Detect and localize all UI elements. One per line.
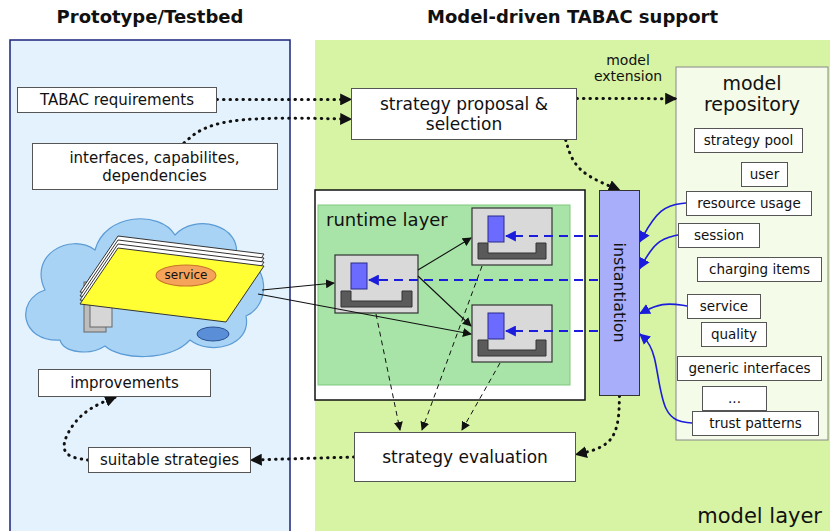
box-label: trust patterns xyxy=(709,415,802,431)
component-socket xyxy=(341,291,412,307)
requirements-box: TABAC requirements xyxy=(17,87,217,113)
box-label: strategy proposal & selection xyxy=(358,94,570,135)
box-label: suitable strategies xyxy=(100,451,239,469)
model-item: resource usage xyxy=(686,191,812,216)
reference-arrow xyxy=(640,304,687,314)
service-ellipse: service xyxy=(155,264,217,287)
model-item: generic interfaces xyxy=(677,356,822,381)
component-frame xyxy=(335,255,418,313)
instantiation-link xyxy=(369,279,598,281)
panel-heading: model repository xyxy=(676,73,828,115)
panel-heading: Model-driven TABAC support xyxy=(315,6,830,28)
box-label: generic interfaces xyxy=(689,360,811,376)
feedback-link xyxy=(376,314,400,430)
component xyxy=(472,305,552,362)
model-item: quality xyxy=(701,322,767,347)
model-item: service xyxy=(687,294,761,319)
flow-arrow xyxy=(577,97,676,100)
testbed-panel: TABAC requirements interfaces, capabilite… xyxy=(10,40,290,531)
flow-arrow xyxy=(576,396,620,455)
component-module xyxy=(488,313,504,339)
flow-arrow xyxy=(251,457,354,460)
flow-arrow xyxy=(184,118,351,143)
component-socket xyxy=(478,243,546,259)
model-item: charging items xyxy=(697,257,822,282)
component-wires xyxy=(258,236,598,430)
wire xyxy=(262,283,334,290)
repository-ground xyxy=(676,67,828,440)
process-box: strategy evaluation xyxy=(354,432,576,482)
box-label: service xyxy=(700,298,748,314)
model-item: session xyxy=(678,223,760,248)
panel-heading: model layer xyxy=(697,504,822,529)
box-label: user xyxy=(750,166,779,182)
testbed-ground xyxy=(10,40,290,531)
model-item: trust patterns xyxy=(692,411,819,436)
component-socket xyxy=(478,340,546,356)
component xyxy=(335,255,418,313)
instantiation-link xyxy=(506,330,598,332)
model-item: ... xyxy=(702,386,767,411)
runtime-panel: runtime layer xyxy=(318,205,570,385)
box-label: quality xyxy=(711,326,757,342)
box-label: session xyxy=(694,227,744,243)
model-item: user xyxy=(741,162,788,187)
model-item: strategy pool xyxy=(694,128,803,153)
feedback-link xyxy=(462,363,500,430)
component-module xyxy=(351,263,367,289)
instantiation-bar: instantiation xyxy=(599,190,640,396)
component-module xyxy=(488,216,504,242)
component xyxy=(472,208,552,265)
strategies-box: suitable strategies xyxy=(88,447,251,473)
repository-panel: strategy pool user resource usage session ch… xyxy=(676,67,828,440)
edge-label: model extension xyxy=(588,52,668,84)
improvements-box: improvements xyxy=(38,369,211,397)
component-frame xyxy=(472,305,552,362)
runtime-components xyxy=(335,208,552,362)
feedback-link xyxy=(422,266,482,430)
service-ellipse-shape xyxy=(156,265,216,286)
runtime-frame xyxy=(315,190,585,400)
box-label: resource usage xyxy=(697,195,800,211)
wire xyxy=(258,294,471,334)
router-icon xyxy=(197,327,229,341)
box-label: strategy pool xyxy=(704,132,793,148)
wire xyxy=(418,238,471,270)
component-frame xyxy=(472,208,552,265)
box-label: improvements xyxy=(70,374,178,392)
box-label: ... xyxy=(728,390,741,406)
box-label: charging items xyxy=(709,261,810,277)
flow-arrow xyxy=(566,140,620,190)
model-ground xyxy=(315,40,830,531)
box-label: instantiation xyxy=(610,243,629,343)
service-plane xyxy=(80,248,264,322)
process-box: strategy proposal & selection xyxy=(351,88,577,140)
service-planes xyxy=(80,236,264,322)
box-label: service xyxy=(165,268,208,282)
panel-heading: Prototype/Testbed xyxy=(10,6,290,28)
flow-arrow xyxy=(217,98,351,101)
box-label: interfaces, capabilites, dependencies xyxy=(39,149,271,185)
model-panel: strategy proposal & selection strategy po… xyxy=(315,40,830,531)
reference-arrow xyxy=(640,235,678,268)
interfaces-box: interfaces, capabilites, dependencies xyxy=(32,143,278,190)
box-label: strategy evaluation xyxy=(382,447,548,467)
box-label: TABAC requirements xyxy=(40,91,194,109)
panel-heading: runtime layer xyxy=(326,209,448,231)
cloud xyxy=(26,219,264,357)
instantiation-link xyxy=(506,235,598,237)
runtime-ground xyxy=(318,205,570,385)
